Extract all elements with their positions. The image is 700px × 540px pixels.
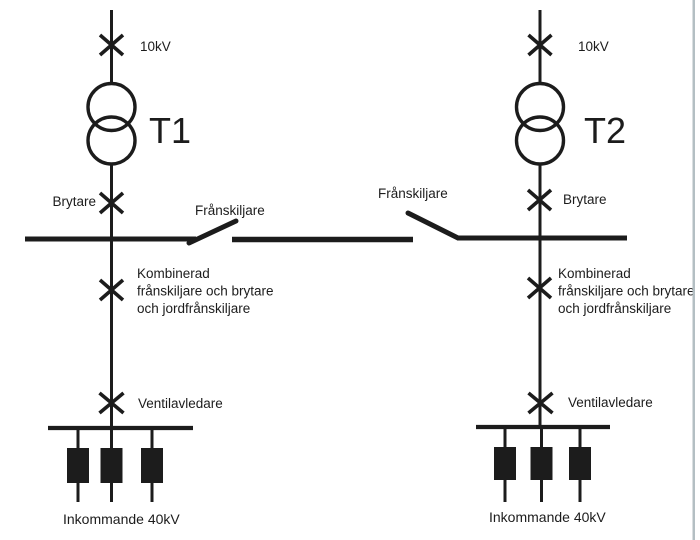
transformer-t1-primary-circle [86,81,137,133]
hv-breaker-x-icon-left [98,33,125,57]
cable-termination-rect [494,447,516,480]
incoming-label-left: Inkommande 40kV [63,511,180,527]
feeder-left [48,10,193,502]
incoming-label-right: Inkommande 40kV [489,509,606,525]
surge-arrester-label-right: Ventilavledare [568,395,653,410]
surge-arrester-x-icon-right [527,391,554,415]
combined-label-right-line1: Kombinerad [558,266,631,281]
disconnector-blade-left [186,218,239,246]
breaker-x-icon-right [526,188,553,212]
breaker-label-left: Brytare [52,194,96,209]
voltage-label-left: 10kV [140,39,171,54]
transformer-t1-secondary-circle [86,115,137,166]
combined-label-left-line3: och jordfrånskiljare [137,301,250,316]
combined-label-left-line1: Kombinerad [137,266,210,281]
cable-termination-rect [100,448,123,483]
disconnector-label-left: Frånskiljare [195,203,265,218]
transformer-t2-primary-circle [514,81,566,133]
breaker-x-icon-left [98,191,125,215]
surge-arrester-x-icon-left [98,391,125,415]
combined-label-right-line3: och jordfrånskiljare [558,301,671,316]
transformer-t2-secondary-circle [514,115,566,166]
surge-arrester-label-left: Ventilavledare [138,396,223,411]
cable-termination-rect [530,447,553,480]
cable-termination-rect [141,448,163,483]
combined-label-left-line2: frånskiljare och brytare [137,284,274,299]
disconnector-blade-right [405,210,461,241]
transformer-t1-label: T1 [149,110,191,151]
combined-switch-x-icon-right [526,276,553,300]
labels: 10kV T1 Brytare Frånskiljare Kombinerad … [52,39,694,527]
disconnector-label-right: Frånskiljare [378,186,448,201]
busbar [25,210,627,246]
cable-termination-rect [67,448,89,483]
page-border-right [692,0,695,540]
breaker-label-right: Brytare [563,192,607,207]
feeder-right [476,10,610,502]
cable-termination-rect [569,447,591,480]
hv-breaker-x-icon-right [527,33,553,57]
combined-switch-x-icon-left [98,278,125,302]
transformer-t2-label: T2 [584,110,626,151]
voltage-label-right: 10kV [578,39,609,54]
combined-label-right-line2: frånskiljare och brytare [558,284,695,299]
